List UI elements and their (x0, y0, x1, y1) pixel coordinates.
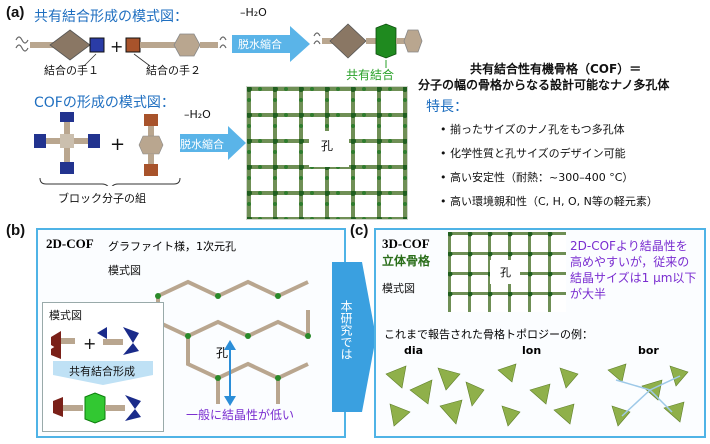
note-line: 2D-COFより結晶性を (570, 239, 688, 253)
panel-b-title: 2D-COF (46, 236, 94, 251)
svg-text:+: + (110, 37, 123, 56)
pore-label-a: 孔 (321, 139, 334, 153)
panel-c-title: 3D-COF (382, 236, 430, 251)
green-bond-icon (375, 23, 397, 59)
panel-c-label: (c) (350, 222, 369, 239)
green-bond-icon (84, 392, 106, 424)
inset-box: 模式図 + 共有結合形成 (42, 302, 164, 432)
inset-product (53, 392, 141, 424)
note-line: が大半 (570, 287, 607, 301)
feature-text: 高い安定性（耐熱：~300–400 °C） (450, 171, 634, 184)
topology-dia-drawing (385, 365, 485, 427)
brown-cube-icon (144, 114, 158, 126)
svg-text:+: + (110, 134, 125, 155)
note-line: 高めやすいが，従来の (570, 255, 690, 269)
reaction-arrow-1 (232, 26, 310, 62)
covalent-schematic-title: 共有結合形成の模式図： (34, 9, 188, 25)
topology-lon-drawing (497, 363, 579, 427)
hexagon-node-icon (173, 33, 201, 57)
svg-text:+: + (83, 334, 96, 353)
panel-b-subtitle: グラファイト様，1次元孔 (108, 240, 236, 253)
features-title: 特長： (426, 99, 468, 115)
feature-item: • 高い安定性（耐熱：~300–400 °C） (440, 171, 634, 184)
hexagon-node-icon (138, 135, 164, 155)
brown-cube-icon (125, 37, 141, 53)
topology-title: これまで報告された骨格トポロジーの例： (384, 328, 593, 341)
hexagon-node-icon (403, 29, 423, 53)
feature-text: 揃ったサイズのナノ孔をもつ多孔体 (450, 123, 625, 136)
panel-c-schematic-label: 模式図 (382, 282, 415, 295)
arm2-label: 結合の手２ (146, 64, 201, 77)
pore-label-b: 孔 (216, 346, 229, 360)
inset-bond-label: 共有結合形成 (69, 365, 135, 378)
block-molecule-label: ブロック分子の組 (58, 192, 146, 205)
diamond-node-icon (49, 29, 91, 61)
mid-arrow-label: 本研究では (339, 300, 353, 360)
lattice-pattern (448, 232, 566, 312)
brown-cube-icon (144, 164, 158, 176)
feature-text: 高い環境親和性（C, H, O, N等の軽元素） (450, 195, 658, 208)
topology-lon-label: lon (522, 344, 542, 357)
cof-formation-title: COFの形成の模式図： (34, 95, 175, 111)
crystallinity-note-c: 2D-COFより結晶性を 高めやすいが，従来の 結晶サイズは1 μm以下 が大半 (570, 238, 696, 302)
reaction-arrow-2 (180, 126, 246, 160)
panel-c-subtitle: 立体骨格 (382, 254, 431, 268)
panel-b-label: (b) (6, 222, 26, 239)
blue-cube-icon (89, 37, 105, 53)
blue-cube-icon (88, 134, 100, 148)
block-molecules-drawing: + (34, 112, 181, 186)
feature-item: • 揃ったサイズのナノ孔をもつ多孔体 (440, 123, 625, 136)
honeycomb-2d-drawing (155, 279, 338, 406)
blue-cube-icon (60, 162, 74, 174)
crystallinity-note-b: 一般に結晶性が低い (186, 408, 295, 422)
panel-c-box: 3D-COF 立体骨格 模式図 孔 2D-COFより結晶性を 高めやすいが，従来… (374, 228, 706, 438)
reaction-dehydration-2: 脱水縮合 (180, 138, 224, 151)
inset-arrow (53, 361, 153, 385)
topology-dia-label: dia (404, 344, 424, 357)
product-drawing (313, 23, 423, 68)
inset-monomers: + (51, 327, 139, 359)
lattice-pattern (247, 87, 407, 219)
features-list: • 揃ったサイズのナノ孔をもつ多孔体 • 化学性質と孔サイズのデザイン可能 • … (440, 118, 658, 214)
covalent-bond-label: 共有結合 (346, 68, 395, 82)
feature-text: 化学性質と孔サイズのデザイン可能 (450, 147, 626, 160)
note-line: 結晶サイズは1 μm以下 (570, 271, 697, 285)
cof-3d-lattice-image: 孔 (448, 232, 566, 312)
arm1-label: 結合の手１ (44, 64, 99, 77)
reaction-water-loss-1: –H₂O (240, 6, 267, 19)
blue-cube-icon (60, 112, 74, 122)
reaction-water-loss-2: –H₂O (184, 108, 211, 121)
pore-label-c: 孔 (500, 266, 511, 279)
panel-b-schematic-label: 模式図 (108, 264, 141, 277)
feature-item: • 高い環境親和性（C, H, O, N等の軽元素） (440, 195, 658, 208)
topology-drawings (385, 363, 689, 427)
topology-bor-drawing (607, 363, 689, 427)
reactants-drawing: + (15, 29, 227, 67)
panel-a-label: (a) (6, 4, 25, 21)
cof-definition-line2: 分子の幅の骨格からなる設計可能なナノ多孔体 (418, 78, 670, 92)
panel-b-box: 2D-COF グラファイト様，1次元孔 模式図 孔 一般に結晶性が低い 模式図 … (36, 228, 346, 438)
diamond-node-icon (329, 23, 367, 59)
inset-schematic-label: 模式図 (49, 309, 82, 322)
topology-bor-label: bor (638, 344, 659, 357)
cof-definition-line1: 共有結合性有機骨格（COF）＝ (470, 62, 642, 76)
feature-item: • 化学性質と孔サイズのデザイン可能 (440, 147, 626, 160)
blue-cube-icon (34, 134, 46, 148)
reaction-dehydration-1: 脱水縮合 (238, 38, 282, 51)
cof-lattice-image: 孔 (246, 86, 408, 220)
mid-arrow (332, 262, 376, 412)
